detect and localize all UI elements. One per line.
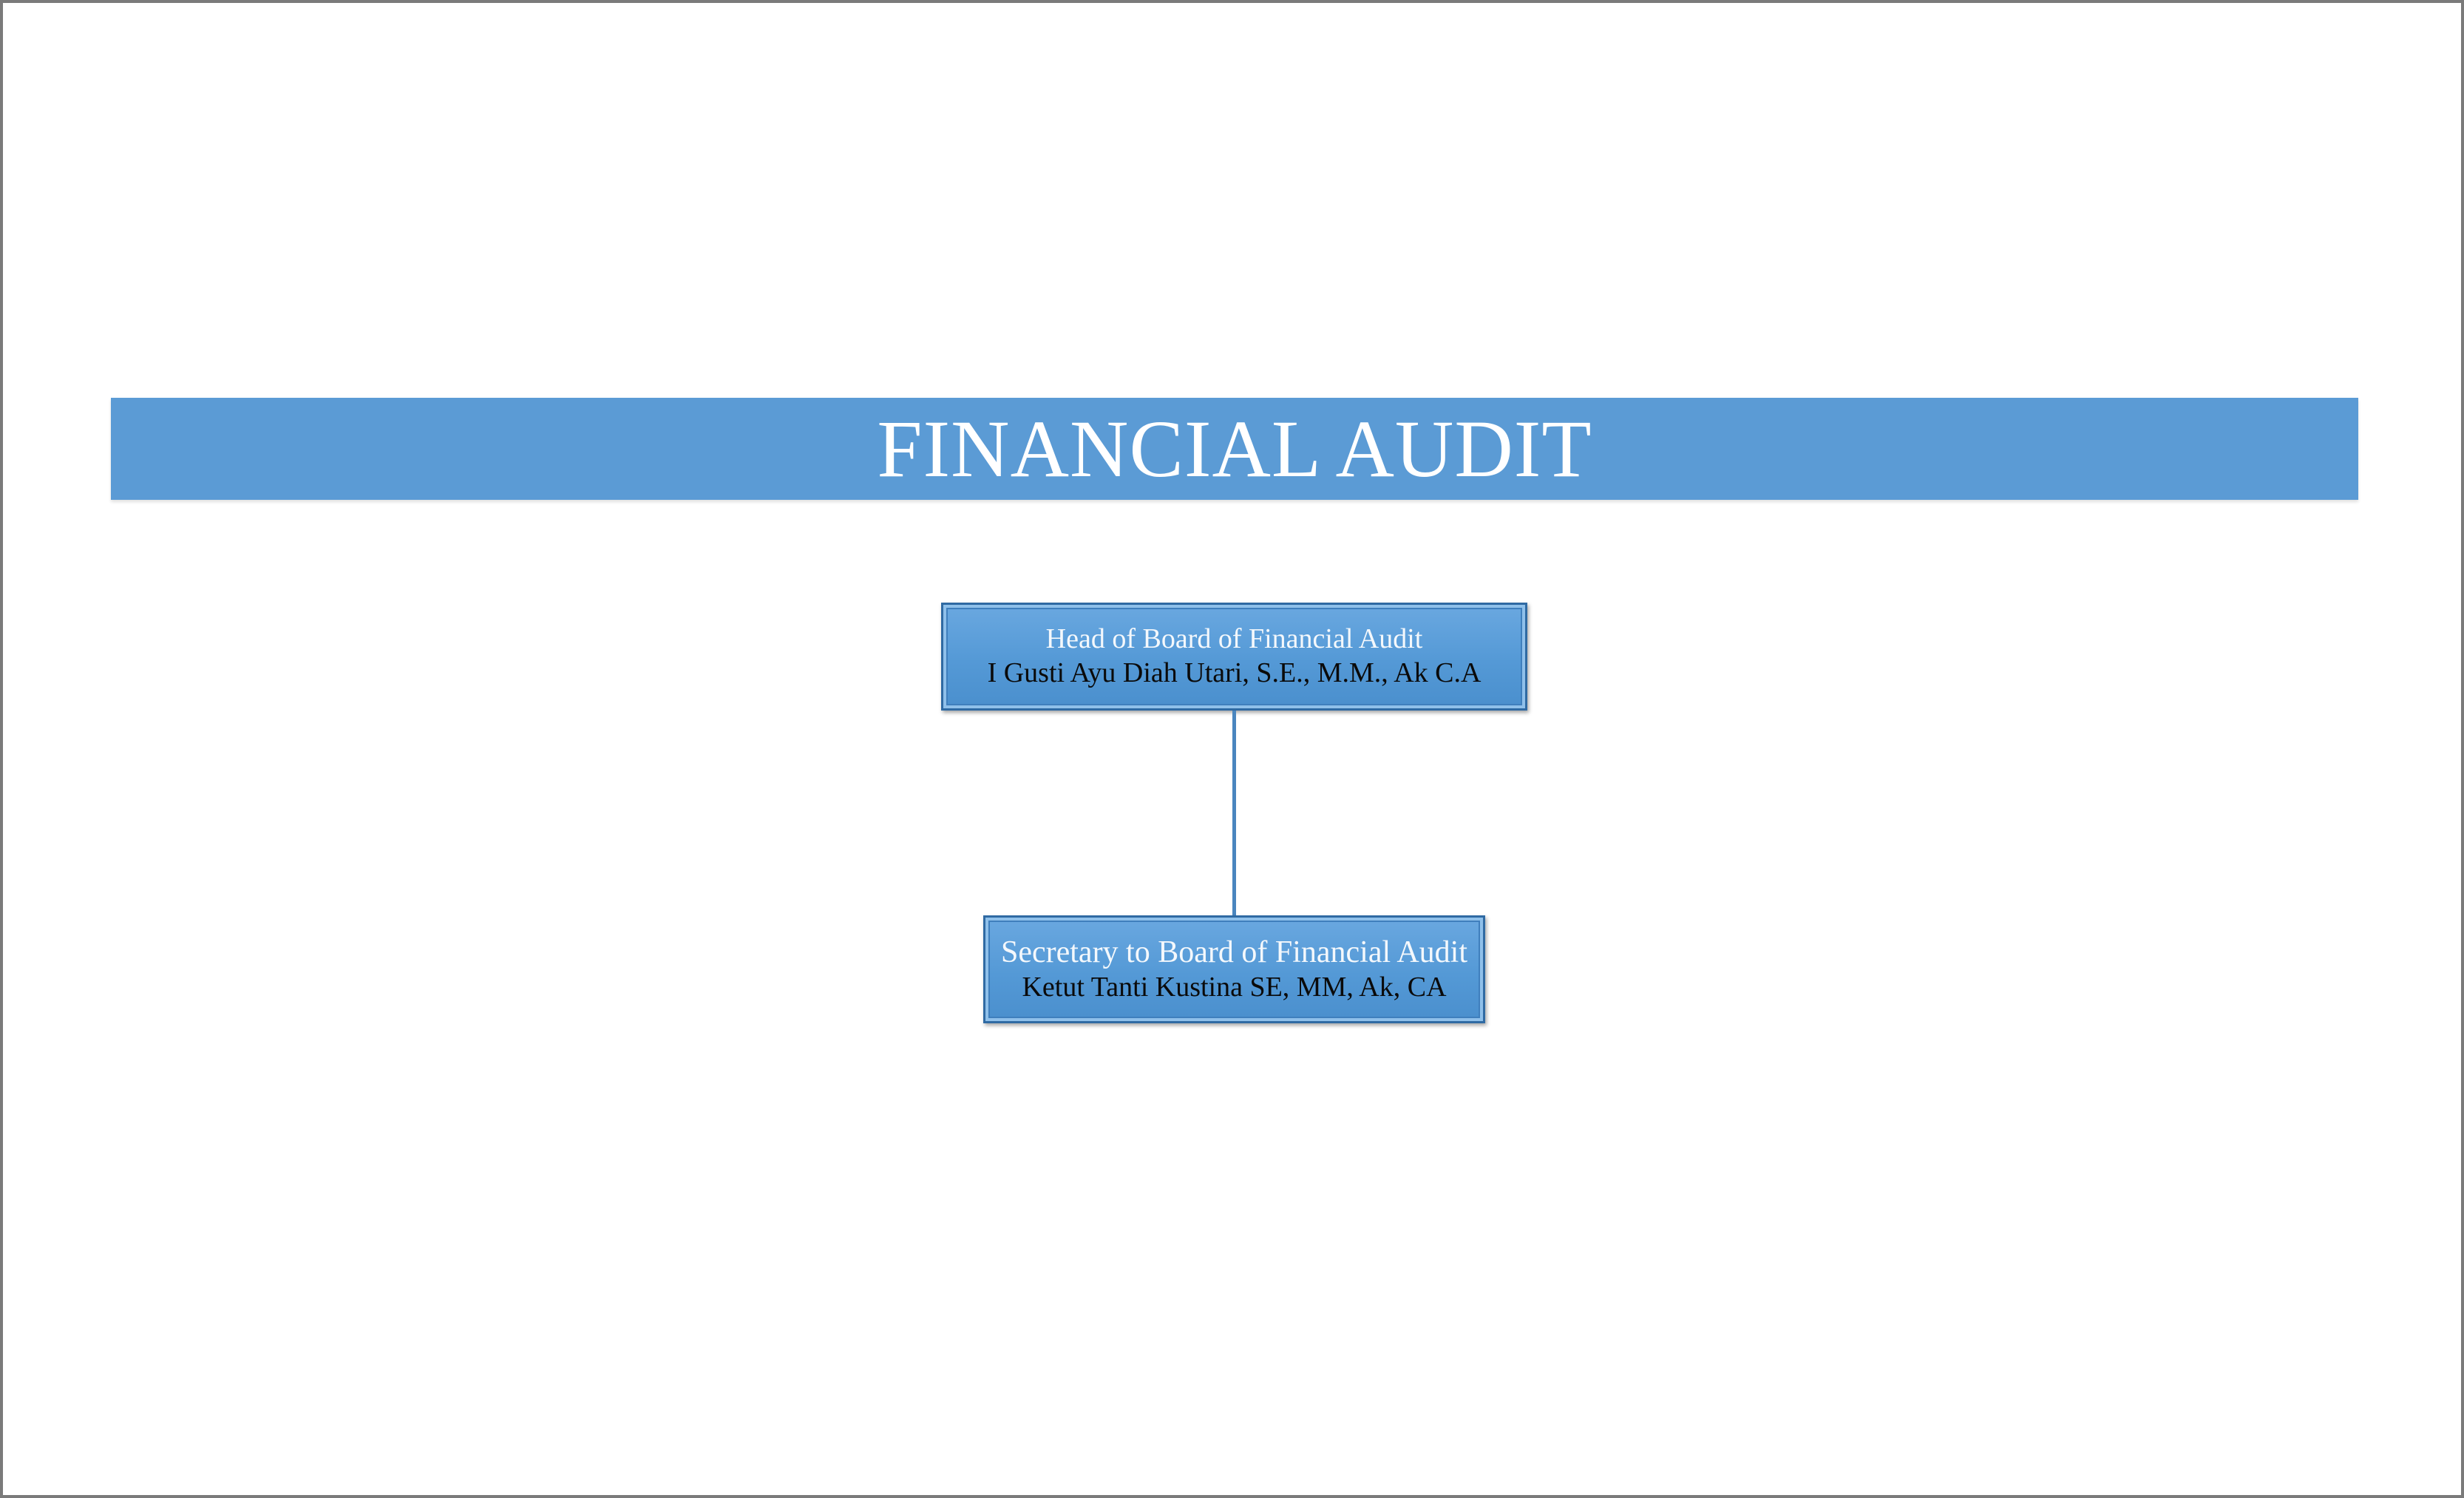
org-node-role: Secretary to Board of Financial Audit xyxy=(1000,935,1467,969)
org-node-name: I Gusti Ayu Diah Utari, S.E., M.M., Ak C… xyxy=(987,657,1482,688)
org-node-head: Head of Board of Financial Audit I Gusti… xyxy=(941,603,1527,711)
page-title: FINANCIAL AUDIT xyxy=(877,404,1592,494)
title-banner: FINANCIAL AUDIT xyxy=(111,398,2358,500)
org-node-role: Head of Board of Financial Audit xyxy=(1045,623,1423,655)
org-connector-line xyxy=(1232,711,1236,915)
org-node-secretary: Secretary to Board of Financial Audit Ke… xyxy=(983,915,1485,1023)
org-node-name: Ketut Tanti Kustina SE, MM, Ak, CA xyxy=(1022,972,1447,1003)
